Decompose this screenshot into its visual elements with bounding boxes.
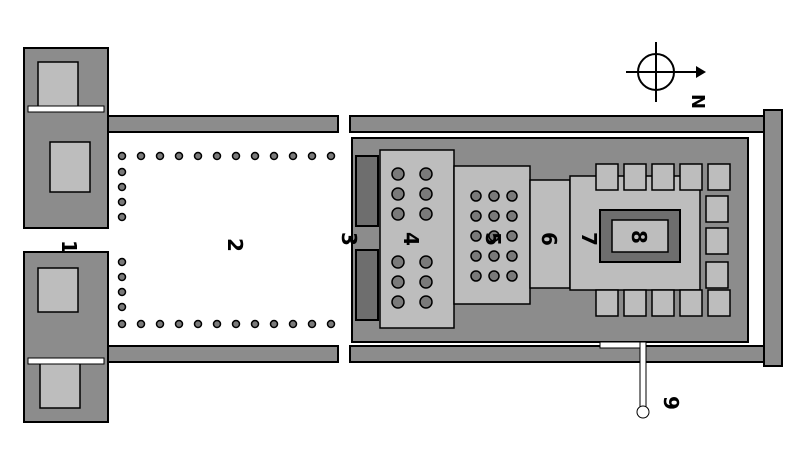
court-column — [117, 272, 127, 282]
label-pylon: 1 — [57, 240, 81, 254]
hall-column — [488, 250, 500, 262]
court-column — [193, 319, 203, 329]
court-column — [136, 319, 146, 329]
label-hypostyle-inner: 5 — [481, 232, 505, 246]
chapel — [623, 289, 647, 317]
court-column — [174, 319, 184, 329]
court-column — [117, 197, 127, 207]
chapel — [707, 163, 731, 191]
forecourt — [112, 140, 348, 336]
hall-column — [419, 207, 433, 221]
hall-column — [419, 187, 433, 201]
label-hypostyle-outer: 4 — [399, 232, 423, 246]
court-column — [212, 319, 222, 329]
court-column — [307, 319, 317, 329]
court-column — [250, 319, 260, 329]
hypostyle-columns — [391, 167, 518, 309]
court-column — [193, 151, 203, 161]
room-labels: 1 2 3 4 5 6 7 8 9 — [57, 230, 683, 410]
chapel — [595, 163, 619, 191]
hall-column — [470, 190, 482, 202]
chapel — [679, 163, 703, 191]
chapel — [705, 227, 729, 255]
chapel — [707, 289, 731, 317]
nilometer-stair — [599, 341, 650, 419]
hall-column — [470, 270, 482, 282]
court-column — [117, 257, 127, 267]
side-chapels — [595, 163, 731, 317]
label-sanctuary: 8 — [627, 230, 651, 244]
court-column — [231, 151, 241, 161]
court-column — [269, 319, 279, 329]
north-label: N — [687, 94, 708, 109]
court-column — [117, 302, 127, 312]
hall-column — [488, 270, 500, 282]
hall-column — [488, 190, 500, 202]
hall-column — [506, 250, 518, 262]
court-column — [288, 319, 298, 329]
hall-column — [391, 187, 405, 201]
court-column — [307, 151, 317, 161]
label-nilometer: 9 — [659, 396, 683, 410]
chapel — [679, 289, 703, 317]
court-column — [326, 151, 336, 161]
court-column — [250, 151, 260, 161]
label-portico: 3 — [337, 232, 361, 246]
hall-column — [488, 230, 500, 242]
hall-column — [391, 275, 405, 289]
court-column — [155, 151, 165, 161]
hall-column — [470, 250, 482, 262]
hall-column — [419, 275, 433, 289]
hall-column — [506, 190, 518, 202]
hall-column — [506, 230, 518, 242]
court-column — [117, 287, 127, 297]
court-colonnade — [117, 151, 336, 329]
enclosure-wall — [107, 109, 783, 367]
chapel — [623, 163, 647, 191]
chapel — [705, 195, 729, 223]
pylon — [23, 47, 109, 423]
label-vestibule: 7 — [577, 232, 601, 246]
court-column — [269, 151, 279, 161]
court-column — [326, 319, 336, 329]
hall-column — [391, 207, 405, 221]
hall-column — [419, 167, 433, 181]
court-column — [117, 151, 127, 161]
compass-rose: N — [626, 42, 708, 109]
chapel — [705, 261, 729, 289]
court-column — [117, 212, 127, 222]
court-column — [174, 151, 184, 161]
chapel — [651, 163, 675, 191]
label-offering-hall: 6 — [537, 232, 561, 246]
court-column — [117, 319, 127, 329]
hall-column — [419, 255, 433, 269]
court-column — [212, 151, 222, 161]
hall-column — [391, 255, 405, 269]
hall-column — [506, 210, 518, 222]
chapel — [595, 289, 619, 317]
label-court: 2 — [223, 238, 247, 252]
hall-column — [506, 270, 518, 282]
court-column — [136, 151, 146, 161]
court-column — [117, 182, 127, 192]
portico-screens — [355, 155, 379, 321]
hall-column — [419, 295, 433, 309]
hall-column — [470, 230, 482, 242]
court-column — [117, 167, 127, 177]
court-column — [155, 319, 165, 329]
hall-column — [391, 167, 405, 181]
court-column — [231, 319, 241, 329]
hall-column — [488, 210, 500, 222]
court-column — [288, 151, 298, 161]
hall-column — [391, 295, 405, 309]
chapel — [651, 289, 675, 317]
temple-building — [351, 137, 749, 343]
hall-column — [470, 210, 482, 222]
